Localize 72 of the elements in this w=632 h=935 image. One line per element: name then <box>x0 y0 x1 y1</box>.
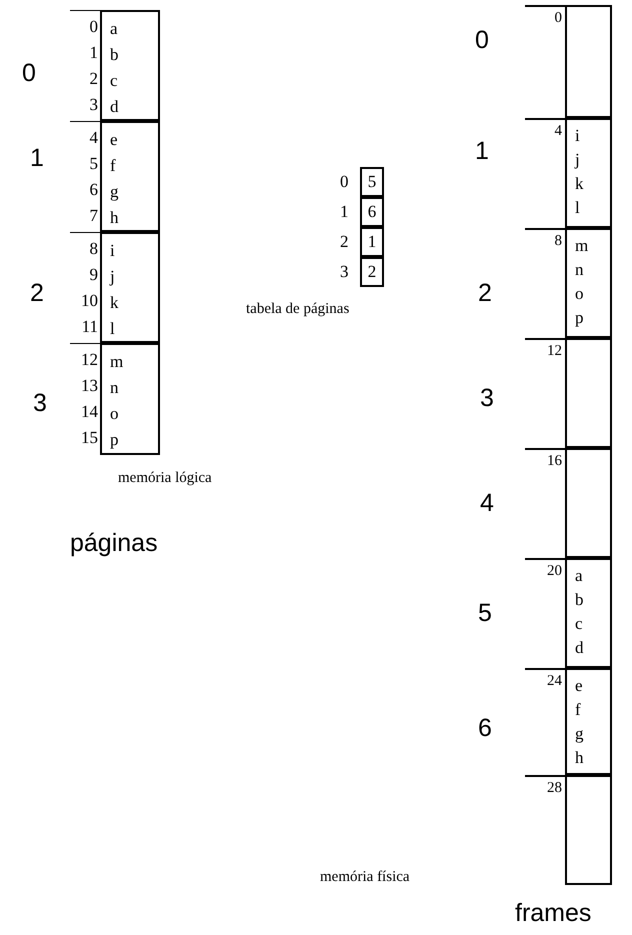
address-number: 13 <box>81 375 98 397</box>
address-number: 10 <box>81 290 98 312</box>
address-number: 28 <box>546 779 562 798</box>
address-number: 5 <box>90 153 98 175</box>
frame-number: 2 <box>478 278 492 309</box>
address-number: 7 <box>90 205 98 227</box>
frame-cell <box>565 228 612 338</box>
cell-text: a b c d <box>575 565 584 659</box>
page-number: 1 <box>30 143 44 174</box>
page-number: 3 <box>33 388 47 419</box>
page-number: 2 <box>30 278 44 309</box>
caption: memória física <box>320 868 410 887</box>
cell-text: i j k l <box>110 240 120 340</box>
address-number: 6 <box>90 179 98 201</box>
index-number: 1 <box>340 201 348 223</box>
index-number: 0 <box>340 171 348 193</box>
frame-cell <box>565 118 612 228</box>
frame-number: 3 <box>480 383 494 414</box>
frame-entry: 6 <box>368 201 376 224</box>
empty-frame-cell <box>565 448 612 558</box>
address-number: 0 <box>90 16 98 38</box>
address-number: 8 <box>90 238 98 260</box>
table-cell <box>360 197 384 227</box>
cell-text: m n o p <box>575 235 587 329</box>
empty-frame-cell <box>565 5 612 118</box>
cell-text: a b c d <box>110 18 120 118</box>
page-cell <box>100 121 160 232</box>
page-cell <box>100 232 160 343</box>
address-number: 4 <box>90 127 98 149</box>
frame-number: 4 <box>480 488 494 519</box>
cell-text: e f g h <box>110 129 120 229</box>
frame-cell <box>565 668 612 775</box>
address-number: 4 <box>554 122 562 141</box>
caption: páginas <box>70 528 158 559</box>
frame-number: 5 <box>478 598 492 629</box>
address-number: 8 <box>554 232 562 251</box>
cell-text: m n o p <box>110 351 122 451</box>
frame-number: 6 <box>478 713 492 744</box>
cell-text: e f g h <box>575 675 584 769</box>
frame-number: 0 <box>475 25 489 56</box>
index-number: 3 <box>340 261 348 283</box>
address-number: 24 <box>546 672 562 691</box>
page-number: 0 <box>22 58 36 89</box>
address-number: 9 <box>90 264 98 286</box>
frame-cell <box>565 558 612 668</box>
index-number: 2 <box>340 231 348 253</box>
table-cell <box>360 257 384 287</box>
address-number: 14 <box>81 401 98 423</box>
caption: tabela de páginas <box>246 300 350 319</box>
address-number: 2 <box>90 68 98 90</box>
caption: memória lógica <box>118 469 212 488</box>
empty-frame-cell <box>565 338 612 448</box>
address-number: 0 <box>554 9 562 28</box>
frame-entry: 1 <box>368 231 376 254</box>
page-cell <box>100 10 160 121</box>
frame-number: 1 <box>475 136 489 167</box>
frame-entry: 5 <box>368 171 376 194</box>
address-number: 12 <box>546 342 562 361</box>
address-number: 20 <box>546 562 562 581</box>
caption: frames <box>515 898 592 929</box>
address-number: 16 <box>546 452 562 471</box>
address-number: 1 <box>90 42 98 64</box>
address-number: 11 <box>82 316 98 338</box>
address-number: 15 <box>81 427 98 449</box>
address-number: 12 <box>81 349 98 371</box>
address-number: 3 <box>90 94 98 116</box>
table-cell <box>360 167 384 197</box>
frame-entry: 2 <box>368 261 376 284</box>
page-cell <box>100 343 160 455</box>
cell-text: i j k l <box>575 125 584 219</box>
empty-frame-cell <box>565 775 612 885</box>
table-cell <box>360 227 384 257</box>
